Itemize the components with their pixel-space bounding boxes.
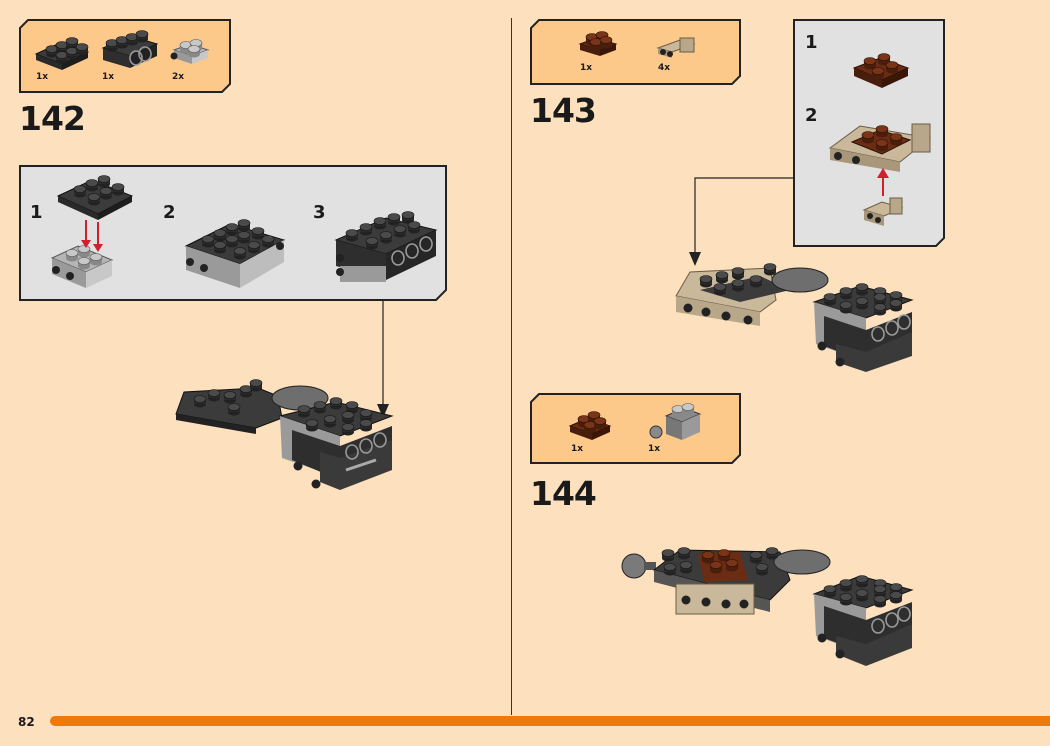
callout-connector [694,177,794,256]
substep-box-142 [19,165,447,301]
substep-3-illustration [334,211,438,282]
callout-box-143 [793,19,945,247]
model-142 [175,300,394,490]
part-dark-plate-icon [34,37,90,70]
parts-box-143 [530,19,741,85]
page-divider [511,18,512,715]
part-qty: 1x [648,444,661,454]
part-brown-plate-icon [578,31,618,56]
part-qty: 2x [172,72,185,82]
part-grey-ball-joint-brick-icon [649,403,702,440]
step-number: 142 [19,99,86,138]
substep-label: 1 [30,202,43,223]
substep-label: 2 [805,105,818,126]
part-qty: 4x [658,63,671,73]
part-qty: 1x [571,444,584,454]
model-144 [621,547,914,666]
substep-label: 1 [805,32,818,53]
part-brown-plate-icon [568,411,612,440]
page-number: 82 [18,715,35,729]
model-143 [675,177,914,372]
footer-accent-bar [50,716,1050,726]
substep-label: 2 [163,202,176,223]
part-qty: 1x [36,72,49,82]
step-number: 143 [530,91,597,130]
part-qty: 1x [102,72,115,82]
step-number: 144 [530,474,597,513]
substep-label: 3 [313,202,326,223]
part-tan-bracket-icon [656,37,696,58]
parts-box-142 [19,19,231,93]
substep-1-illustration [50,175,134,288]
substep-2-illustration [184,219,286,288]
part-light-grey-bracket-icon [170,39,210,64]
part-qty: 1x [580,63,593,73]
part-dark-technic-brick-icon [101,30,159,68]
parts-box-144 [530,393,741,464]
